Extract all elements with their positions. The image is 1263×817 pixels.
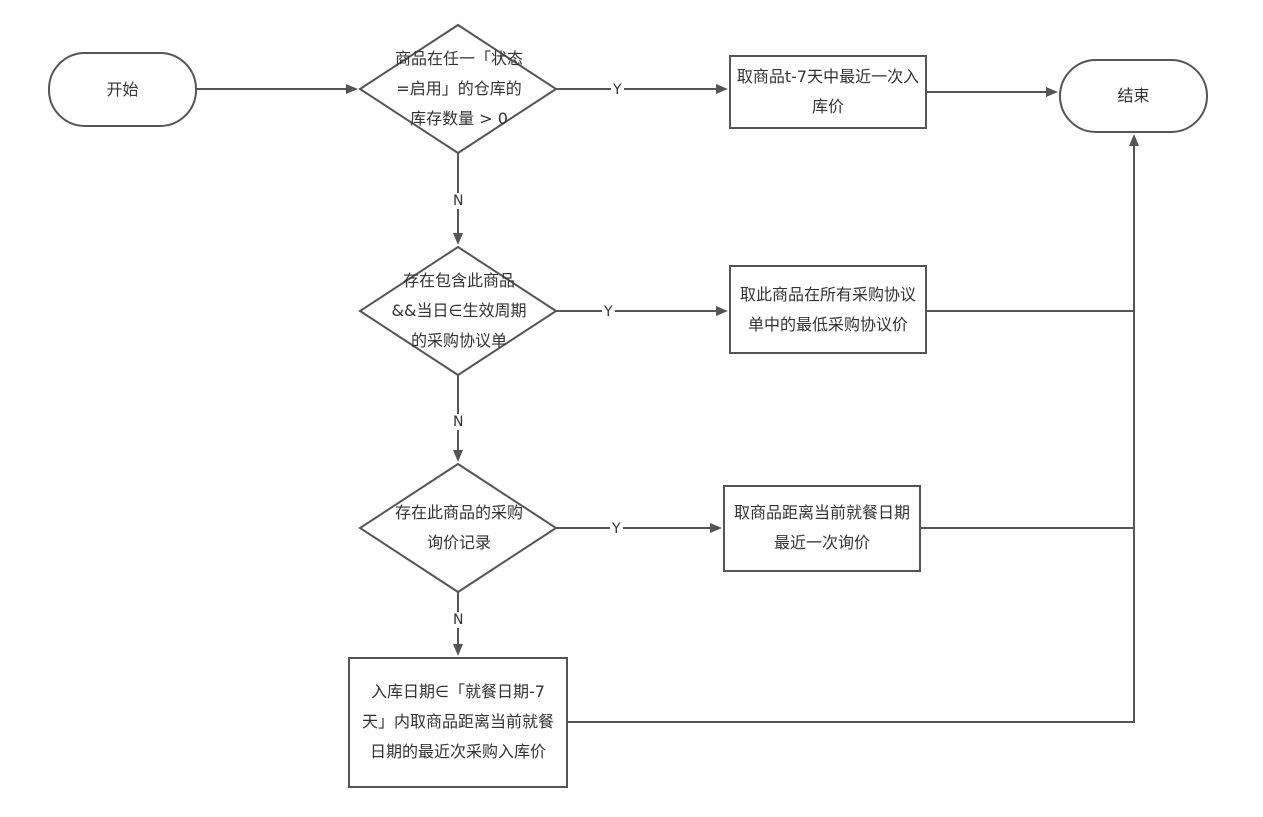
arrowhead (1046, 87, 1058, 97)
end-label: 结束 (1117, 86, 1150, 105)
process-recent-inquiry-price-label: 取商品距离当前就餐日期最近一次询价 (733, 503, 910, 552)
arrowhead (716, 306, 728, 316)
decision-inquiry-label: 存在此商品的采购询价记录 (394, 503, 523, 552)
edge-label-d1-no: N (451, 193, 466, 209)
arrowhead (453, 233, 463, 245)
arrowhead (710, 523, 722, 533)
process-recent-purchase-inbound-price-label: 入库日期∈「就餐日期-7天」内取商品距离当前就餐日期的最近次采购入库价 (362, 682, 555, 761)
process-recent-inbound-price-label: 取商品t-7天中最近一次入库价 (736, 67, 920, 116)
edge-label-d2-no: N (451, 414, 466, 430)
edge-label-d2-yes: Y (602, 304, 615, 320)
arrowhead (453, 450, 463, 462)
decision-agreement-label: 存在包含此商品&&当日∈生效周期的采购协议单 (391, 271, 527, 350)
process-recent-inquiry-price[interactable] (723, 485, 921, 572)
edge-label-d3-yes: Y (610, 521, 623, 537)
arrowhead (1129, 134, 1139, 146)
decision-stock-label: 商品在任一「状态=启用」的仓库的库存数量 > 0 (394, 49, 523, 128)
arrowhead (716, 84, 728, 94)
end-terminal[interactable] (1059, 59, 1208, 133)
arrowhead (346, 84, 358, 94)
process-lowest-agreement-price[interactable] (729, 265, 927, 354)
arrowhead (453, 644, 463, 656)
start-label: 开始 (106, 79, 139, 99)
process-lowest-agreement-price-label: 取此商品在所有采购协议单中的最低采购协议价 (739, 285, 916, 334)
edge-label-d3-no: N (451, 612, 466, 628)
edge-label-d1-yes: Y (611, 82, 624, 98)
edge-merge-to-end (567, 146, 1135, 723)
process-recent-inbound-price[interactable] (729, 55, 927, 129)
